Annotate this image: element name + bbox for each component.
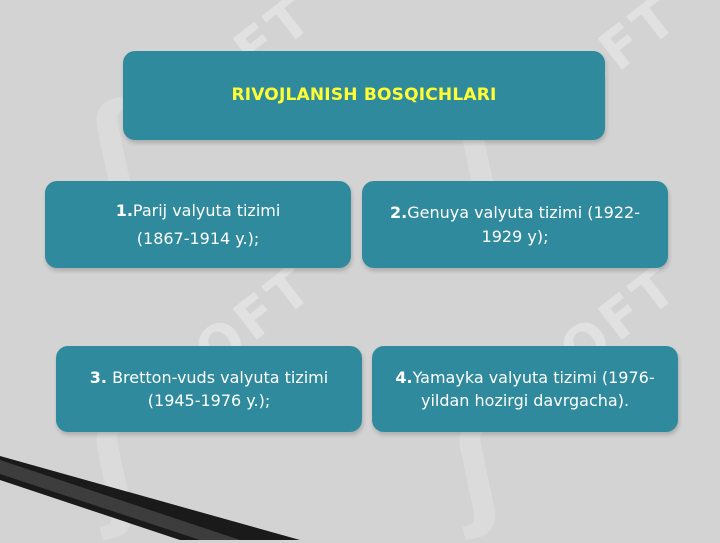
title-box: RIVOJLANISH BOSQICHLARI [123,51,605,140]
stage-1-line-2: (1867-1914 y.); [136,228,260,248]
slide-title: RIVOJLANISH BOSQICHLARI [231,85,497,106]
stage-1-line-1: 1.Parij valyuta tizimi [116,199,281,222]
stage-box-3: 3. Bretton-vuds valyuta tizimi (1945-197… [56,346,362,432]
stage-3-line-1: 3. Bretton-vuds valyuta tizimi [90,366,328,389]
stage-1-text: Parij valyuta tizimi [132,201,281,221]
stage-1-number: 1. [115,201,133,221]
stage-box-2: 2.Genuya valyuta tizimi (1922- 1929 y); [362,181,668,268]
stage-2-line-2: 1929 y); [481,226,549,246]
corner-swoosh-decoration [0,456,300,540]
stage-4-line-1: 4.Yamayka valyuta tizimi (1976- [395,366,654,389]
stage-3-number: 3. [89,367,107,387]
stage-box-1: 1.Parij valyuta tizimi (1867-1914 y.); [45,181,351,268]
stage-3-line-2: (1945-1976 y.); [147,391,271,410]
stage-2-line-1: 2.Genuya valyuta tizimi (1922- [390,201,640,224]
stage-2-text: Genuya valyuta tizimi (1922- [407,203,640,223]
stage-2-number: 2. [389,203,408,223]
stage-4-text: Yamayka valyuta tizimi (1976- [412,367,655,387]
stage-3-text: Bretton-vuds valyuta tizimi [106,367,329,387]
stage-4-line-2: yildan hozirgi davrgacha). [420,391,630,410]
stage-4-number: 4. [395,367,413,387]
stage-box-4: 4.Yamayka valyuta tizimi (1976- yildan h… [372,346,678,432]
